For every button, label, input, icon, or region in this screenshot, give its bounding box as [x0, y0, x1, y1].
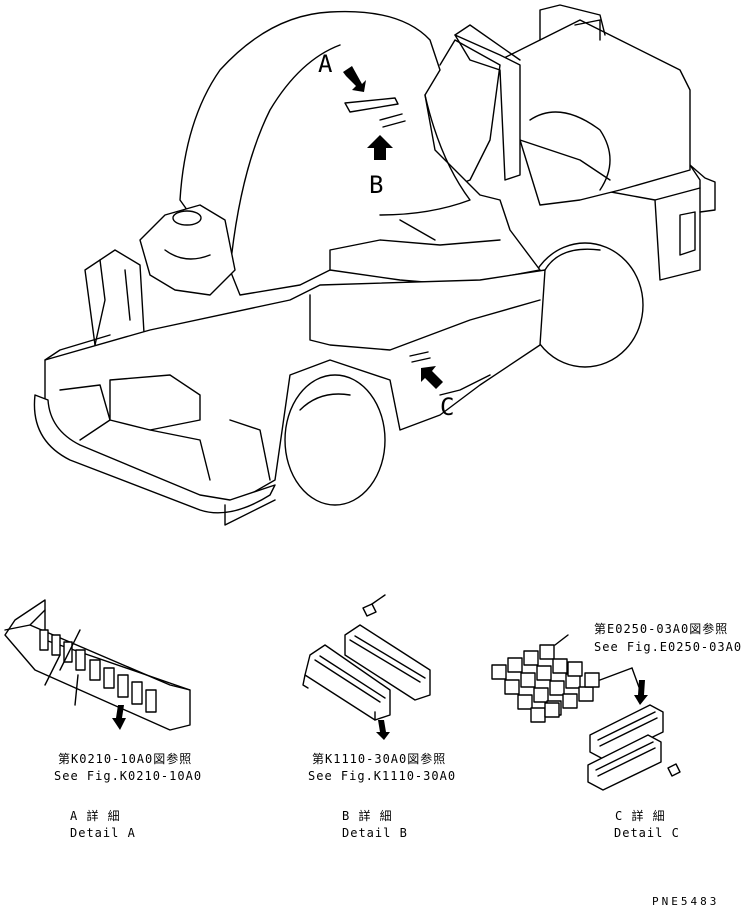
- front-wheel: [284, 374, 386, 506]
- detail-a-ref-jp: 第K0210-10A0図参照: [58, 751, 192, 766]
- callout-a: A: [318, 50, 366, 92]
- detail-a-arrow-icon: [112, 705, 126, 730]
- drawing-code: PNE5483: [652, 895, 719, 908]
- detail-b-title-en: Detail B: [342, 826, 408, 840]
- detail-b-title-jp: B 詳 細: [342, 808, 393, 823]
- callout-arrow-b-icon: [367, 135, 393, 160]
- detail-c-ref-jp: 第E0250-03A0図参照: [594, 621, 728, 636]
- callout-arrow-c-icon: [421, 366, 443, 389]
- detail-a-title-jp: A 詳 細: [70, 808, 121, 823]
- detail-b-ref-jp: 第K1110-30A0図参照: [312, 751, 446, 766]
- callout-b: B: [367, 135, 393, 199]
- detail-c-title-en: Detail C: [614, 826, 680, 840]
- detail-c-title-jp: C 詳 細: [615, 808, 666, 823]
- cab-body: [179, 10, 541, 296]
- callout-c: C: [421, 366, 454, 421]
- detail-a-drawing: [4, 599, 191, 731]
- engine-hood: [499, 19, 691, 206]
- rear-wheel: [526, 242, 644, 368]
- detail-a-title-en: Detail A: [70, 826, 136, 840]
- detail-b-ref-en: See Fig.K1110-30A0: [308, 769, 456, 783]
- front-tank: [139, 204, 236, 296]
- detail-c-arrow-icon: [634, 680, 648, 705]
- detail-a-ref-en: See Fig.K0210-10A0: [54, 769, 202, 783]
- detail-c-drawing: [491, 634, 681, 791]
- detail-c-ref-en: See Fig.E0250-03A0: [594, 640, 742, 654]
- callout-letter-a: A: [318, 50, 333, 78]
- fuse-slot-a: [344, 97, 399, 113]
- machine-view: [33, 4, 716, 526]
- callout-arrow-a-icon: [343, 66, 366, 92]
- front-bumper: [33, 394, 276, 514]
- callout-letter-c: C: [440, 393, 454, 421]
- boom-post: [454, 34, 521, 181]
- callout-letter-b: B: [369, 171, 383, 199]
- detail-b-arrow-icon: [376, 720, 390, 740]
- detail-b-drawing: [302, 594, 431, 740]
